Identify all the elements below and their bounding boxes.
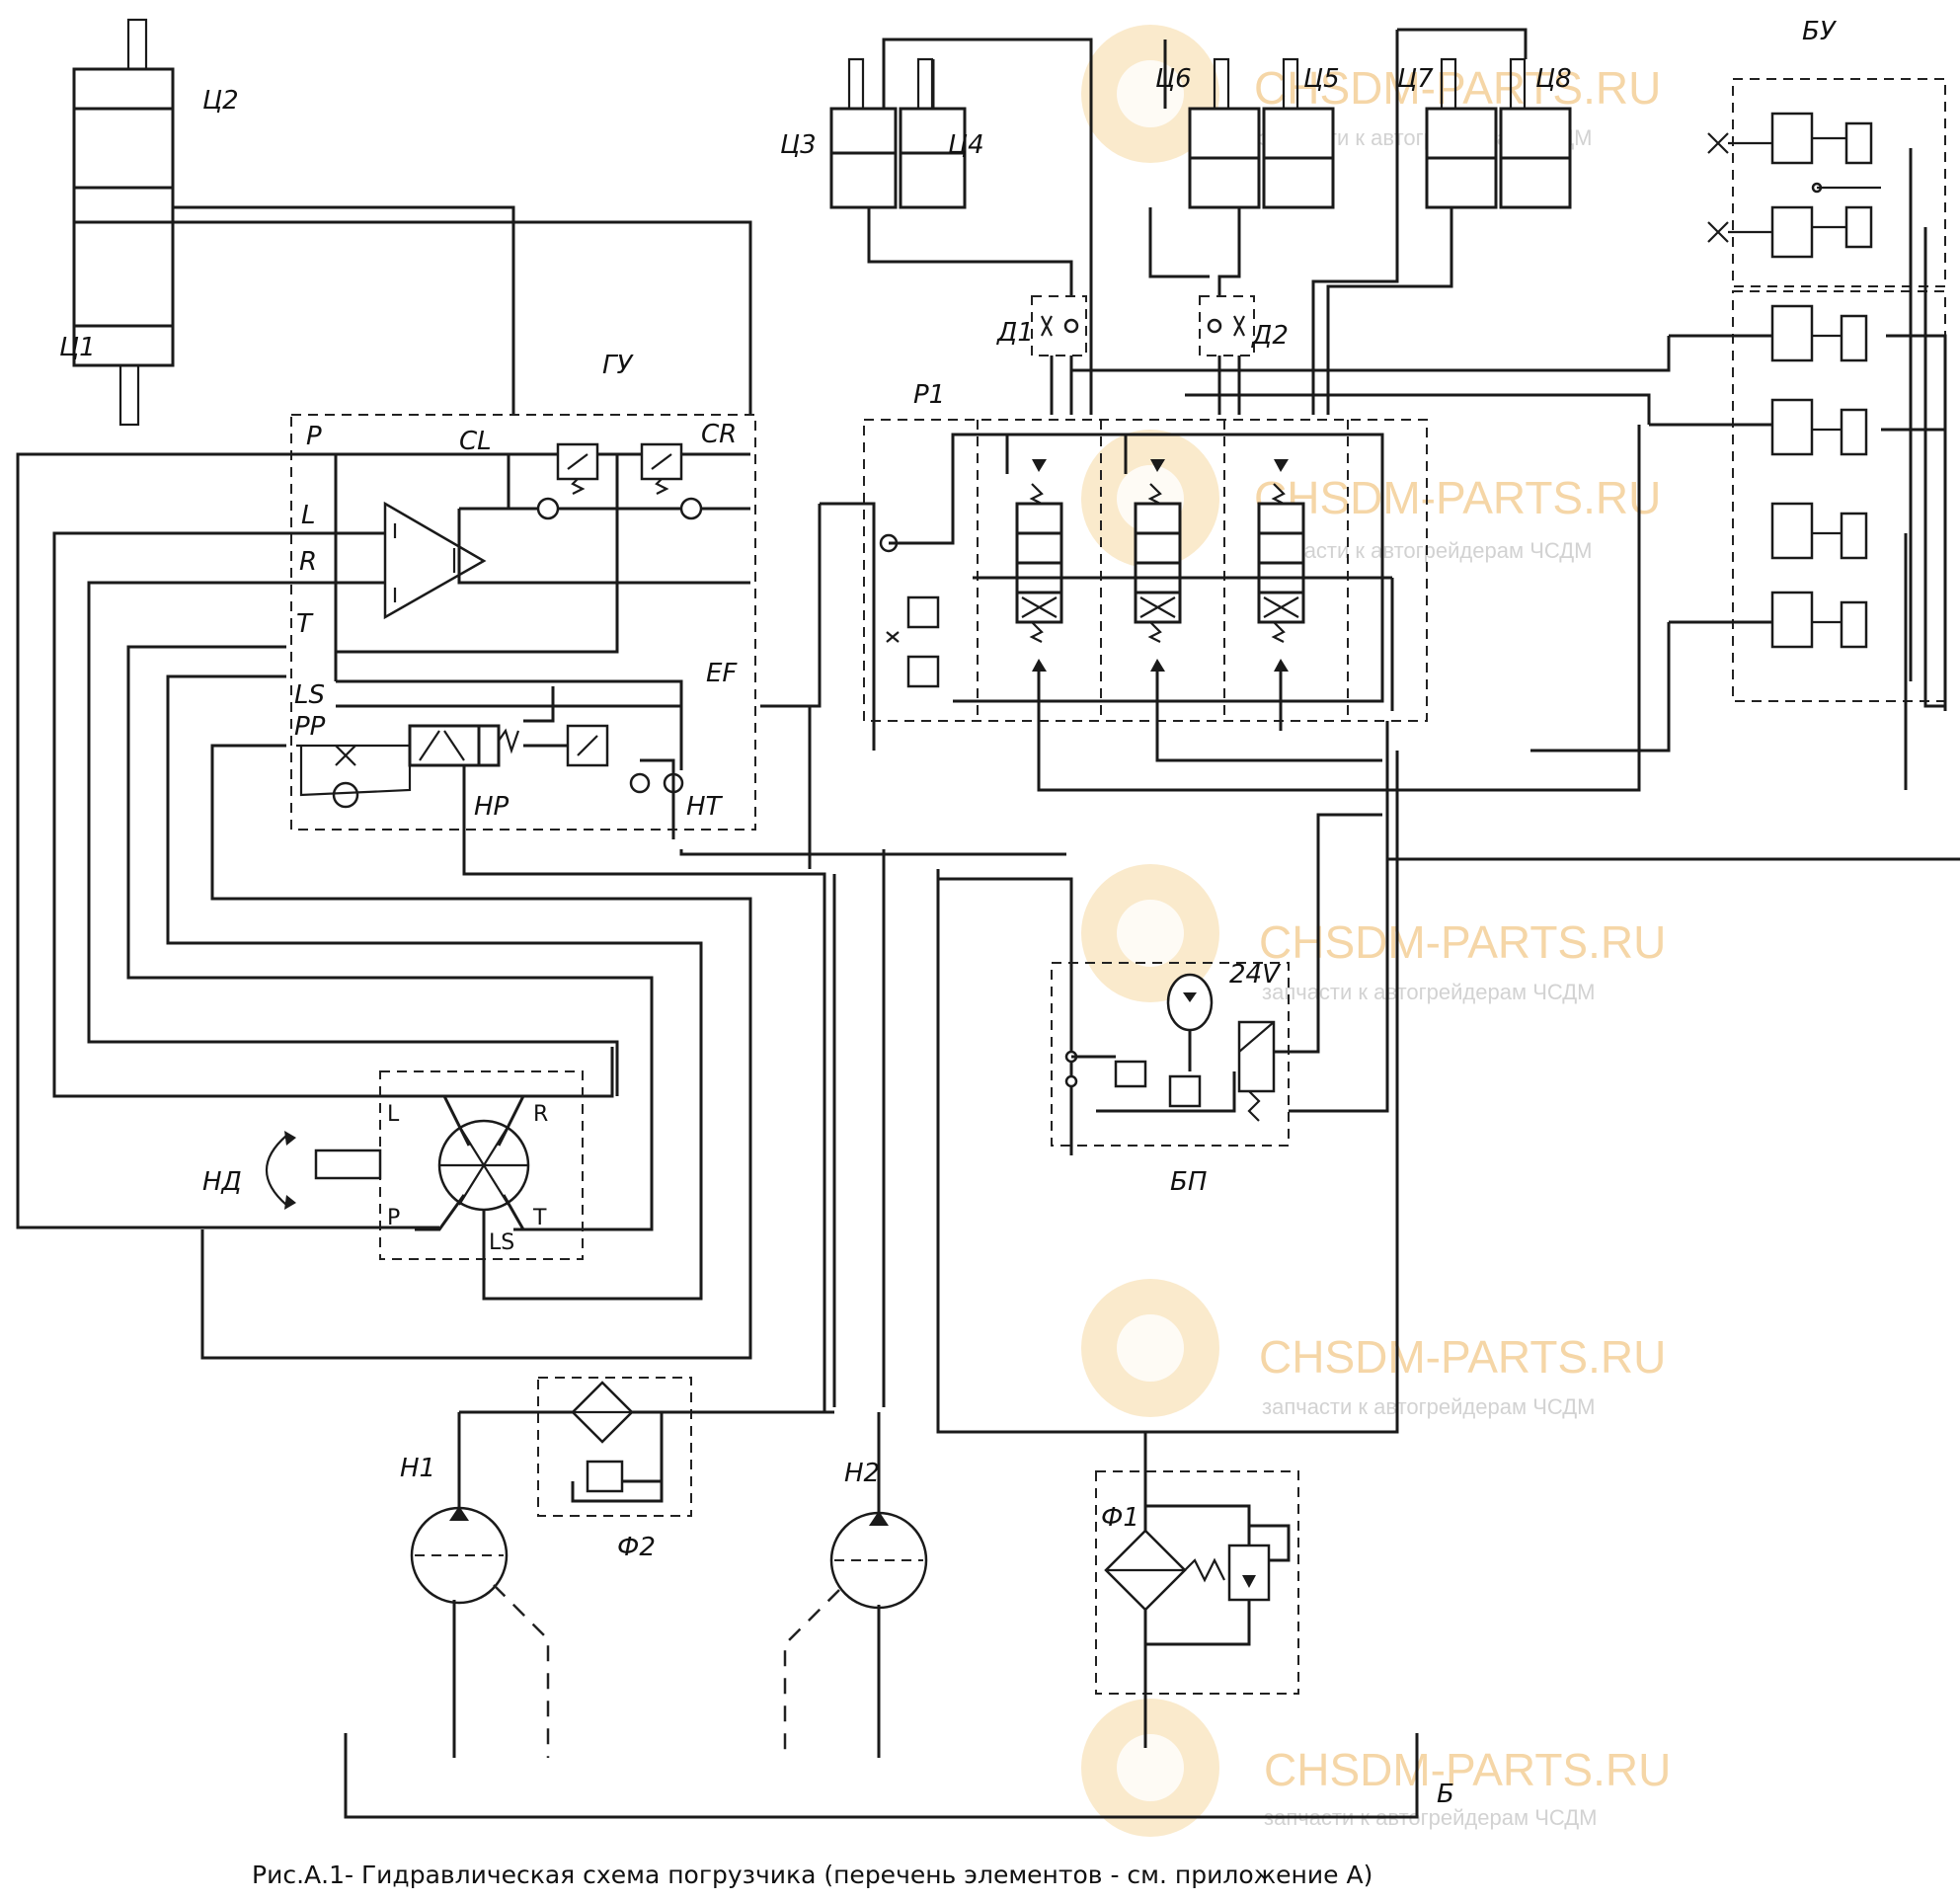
label-t: T	[296, 609, 314, 639]
label-c3: Ц3	[780, 130, 817, 160]
label-nd-ls: LS	[489, 1230, 514, 1255]
label-ef: EF	[706, 659, 738, 688]
watermark-tagline: запчасти к автогрейдерам ЧСДМ	[1262, 980, 1596, 1004]
label-bp: БП	[1170, 1167, 1207, 1197]
label-nd-l: L	[387, 1102, 400, 1127]
spool-section-1	[1015, 459, 1063, 672]
label-24v: 24V	[1229, 960, 1282, 990]
label-c1: Ц1	[59, 333, 96, 362]
watermark-3: CHSDM-PARTS.RU запчасти к автогрейдерам …	[1081, 864, 1666, 1004]
label-nd-t: T	[532, 1206, 547, 1230]
label-c4: Ц4	[948, 130, 984, 160]
watermark-1: CHSDM-PARTS.RU запчасти к автогрейдерам …	[1081, 25, 1661, 163]
bu-valve-5	[1770, 502, 1868, 560]
spool-section-3	[1257, 459, 1305, 672]
bu-valve-1	[1707, 112, 1873, 165]
cylinders-c7-c8: Ц7 Ц8	[1311, 28, 1572, 415]
label-d1: Д1	[996, 318, 1034, 348]
label-p: P	[306, 422, 322, 451]
pump-h1: Н1	[400, 1412, 550, 1758]
steering-unit-gu: ГУ P CL CR L R T LS PP EF HP HT	[286, 351, 756, 839]
bu-valve-3	[1770, 304, 1868, 362]
bu-valve-2	[1707, 182, 1881, 259]
label-hr: HP	[474, 792, 510, 822]
label-b: Б	[1437, 1780, 1454, 1809]
watermark-4: CHSDM-PARTS.RU запчасти к автогрейдерам …	[1081, 1279, 1666, 1419]
watermark-brand: CHSDM-PARTS.RU	[1259, 916, 1666, 968]
label-r1: Р1	[913, 380, 945, 410]
cylinders-c3-c4: Ц3 Ц4	[780, 38, 1093, 415]
control-block-bu: БУ	[1071, 17, 1947, 790]
label-c5: Ц5	[1303, 64, 1340, 94]
label-cr: CR	[701, 420, 737, 449]
label-c7: Ц7	[1397, 64, 1434, 94]
filter-f1: Ф1	[1095, 1432, 1299, 1748]
label-pp: PP	[294, 712, 326, 742]
label-nd: НД	[202, 1167, 242, 1197]
spool-section-2	[1134, 459, 1182, 672]
label-c2: Ц2	[202, 86, 239, 116]
bu-valve-4	[1770, 398, 1868, 456]
tank-b: Б	[344, 1733, 1454, 1819]
distributor-r1: Р1	[760, 380, 1960, 861]
label-h2: Н2	[844, 1459, 880, 1488]
filter-f2: Ф2	[459, 1377, 834, 1562]
watermark-brand: CHSDM-PARTS.RU	[1254, 62, 1661, 114]
label-nd-p: P	[387, 1206, 400, 1230]
center-supply	[832, 751, 1399, 1434]
watermark-brand: CHSDM-PARTS.RU	[1254, 472, 1661, 523]
pump-h2: Н2	[783, 1412, 928, 1758]
label-gu: ГУ	[602, 351, 634, 380]
bu-valve-6	[1770, 591, 1868, 649]
watermark-5: CHSDM-PARTS.RU запчасти к автогрейдерам …	[1081, 1699, 1671, 1837]
watermark-brand: CHSDM-PARTS.RU	[1259, 1331, 1666, 1383]
label-d2: Д2	[1251, 321, 1289, 351]
label-f2: Ф2	[617, 1533, 656, 1562]
cylinders-c5-c6: Ц6 Ц5	[1148, 40, 1340, 296]
label-l: L	[301, 501, 316, 530]
watermark-tagline: запчасти к автогрейдерам ЧСДМ	[1259, 538, 1593, 563]
label-ls: LS	[294, 680, 325, 710]
metering-pump-nd: НД L R P T LS	[202, 1070, 584, 1294]
module-bp: БП 24V	[1051, 813, 1389, 1197]
throttles: Д1 Д2	[996, 295, 1289, 415]
label-nd-r: R	[533, 1102, 548, 1127]
label-f1: Ф1	[1101, 1503, 1139, 1533]
label-r: R	[299, 547, 317, 577]
label-bu: БУ	[1802, 17, 1838, 46]
label-cl: CL	[459, 427, 492, 456]
steering-cylinders: Ц2 Ц1	[59, 18, 752, 427]
watermark-tagline: запчасти к автогрейдерам ЧСДМ	[1262, 1394, 1596, 1419]
label-ht: HT	[686, 792, 724, 822]
label-c6: Ц6	[1155, 64, 1192, 94]
label-c8: Ц8	[1535, 64, 1572, 94]
watermark-brand: CHSDM-PARTS.RU	[1264, 1744, 1671, 1795]
label-h1: Н1	[400, 1454, 435, 1483]
figure-caption: Рис.А.1- Гидравлическая схема погрузчика…	[252, 1861, 1372, 1889]
